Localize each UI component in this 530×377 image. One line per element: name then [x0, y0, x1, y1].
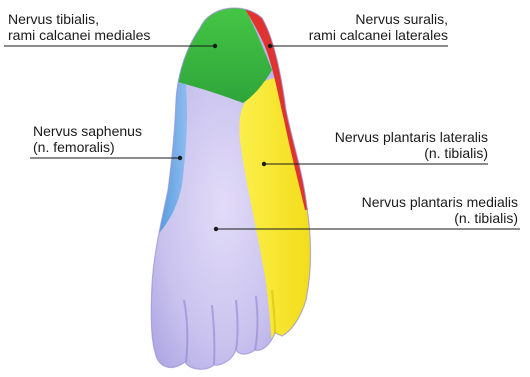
label-plantaris-medialis: Nervus plantaris medialis (n. tibialis)	[362, 194, 518, 226]
label-plantaris-medialis-line2: (n. tibialis)	[362, 210, 518, 226]
label-tibialis: Nervus tibialis, rami calcanei mediales	[8, 11, 150, 43]
label-plantaris-lateralis-line1: Nervus plantaris lateralis	[335, 129, 488, 145]
dot-plantaris-lateralis	[262, 162, 266, 166]
label-plantaris-lateralis: Nervus plantaris lateralis (n. tibialis)	[335, 129, 488, 161]
dot-saphenus	[178, 156, 182, 160]
dot-suralis	[268, 44, 272, 48]
dot-tibialis	[213, 44, 217, 48]
dot-plantaris-medialis	[214, 227, 218, 231]
label-saphenus-line2: (n. femoralis)	[33, 139, 142, 155]
label-saphenus: Nervus saphenus (n. femoralis)	[33, 123, 142, 155]
label-plantaris-lateralis-line2: (n. tibialis)	[335, 145, 488, 161]
label-tibialis-line2: rami calcanei mediales	[8, 27, 150, 43]
label-suralis-line1: Nervus suralis,	[309, 11, 448, 27]
label-suralis: Nervus suralis, rami calcanei laterales	[309, 11, 448, 43]
label-saphenus-line1: Nervus saphenus	[33, 123, 142, 139]
label-plantaris-medialis-line1: Nervus plantaris medialis	[362, 194, 518, 210]
label-tibialis-line1: Nervus tibialis,	[8, 11, 150, 27]
label-suralis-line2: rami calcanei laterales	[309, 27, 448, 43]
